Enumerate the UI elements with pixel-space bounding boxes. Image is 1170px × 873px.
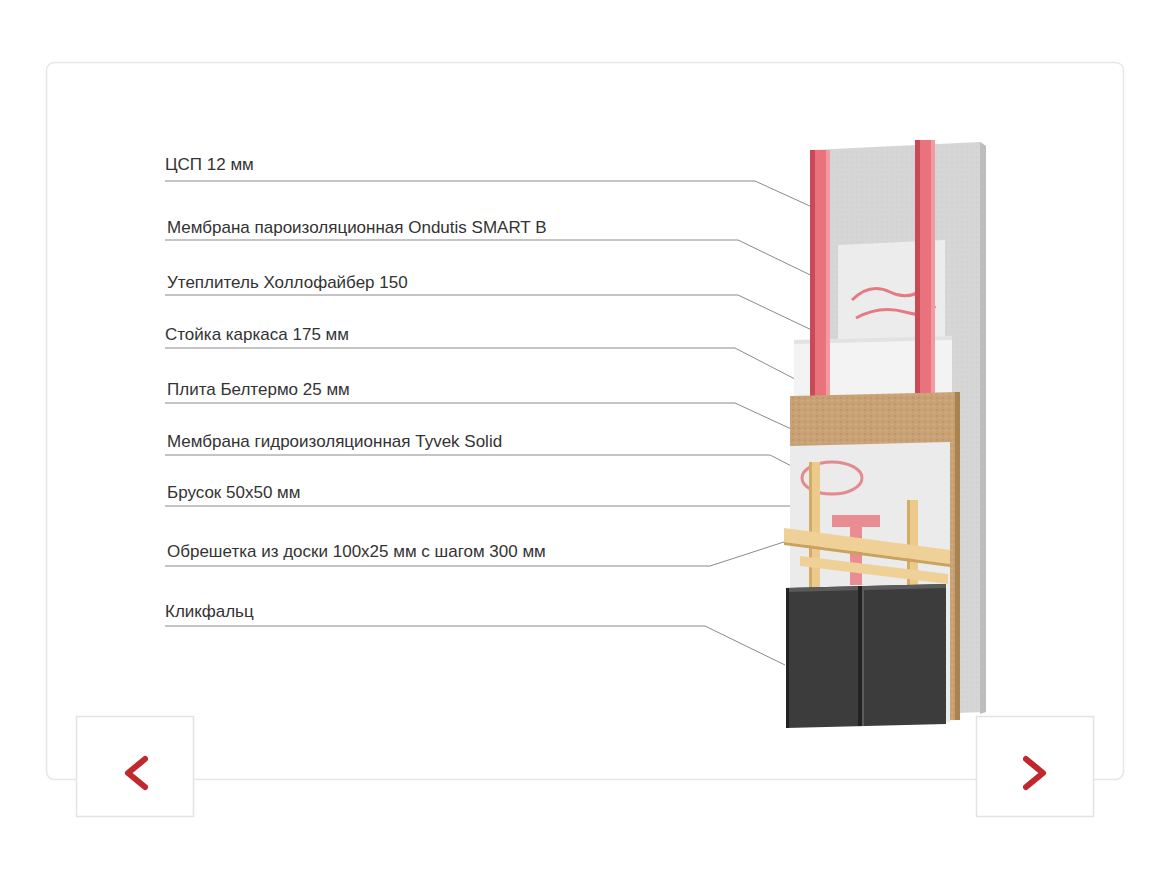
layer-label: Кликфальц <box>165 602 254 622</box>
nav-button-next <box>977 717 1094 817</box>
page-ground <box>0 818 1170 873</box>
layer-label: Плита Белтермо 25 мм <box>167 380 350 400</box>
membrane-logo <box>832 515 880 527</box>
layer-label: ЦСП 12 мм <box>165 155 254 175</box>
layer-label: Обрешетка из доски 100х25 мм с шагом 300… <box>167 542 546 562</box>
nav-button-prev <box>77 717 194 817</box>
layer-label: Стойка каркаса 175 мм <box>165 325 349 345</box>
leader-lines <box>165 181 858 665</box>
layer-label: Брусок 50х50 мм <box>167 483 300 503</box>
layer-label: Утеплитель Холлофайбер 150 <box>167 273 408 293</box>
click-seam-panels <box>786 584 946 728</box>
layer-label: Мембрана пароизоляционная Ondutis SMART … <box>167 218 547 238</box>
fibre-board-edge <box>955 392 960 720</box>
board-edge <box>980 142 986 714</box>
lathing <box>784 528 950 584</box>
layer-label: Мембрана гидроизоляционная Tyvek Solid <box>167 432 502 452</box>
card-frame <box>47 63 1124 780</box>
frame-studs <box>810 140 935 396</box>
